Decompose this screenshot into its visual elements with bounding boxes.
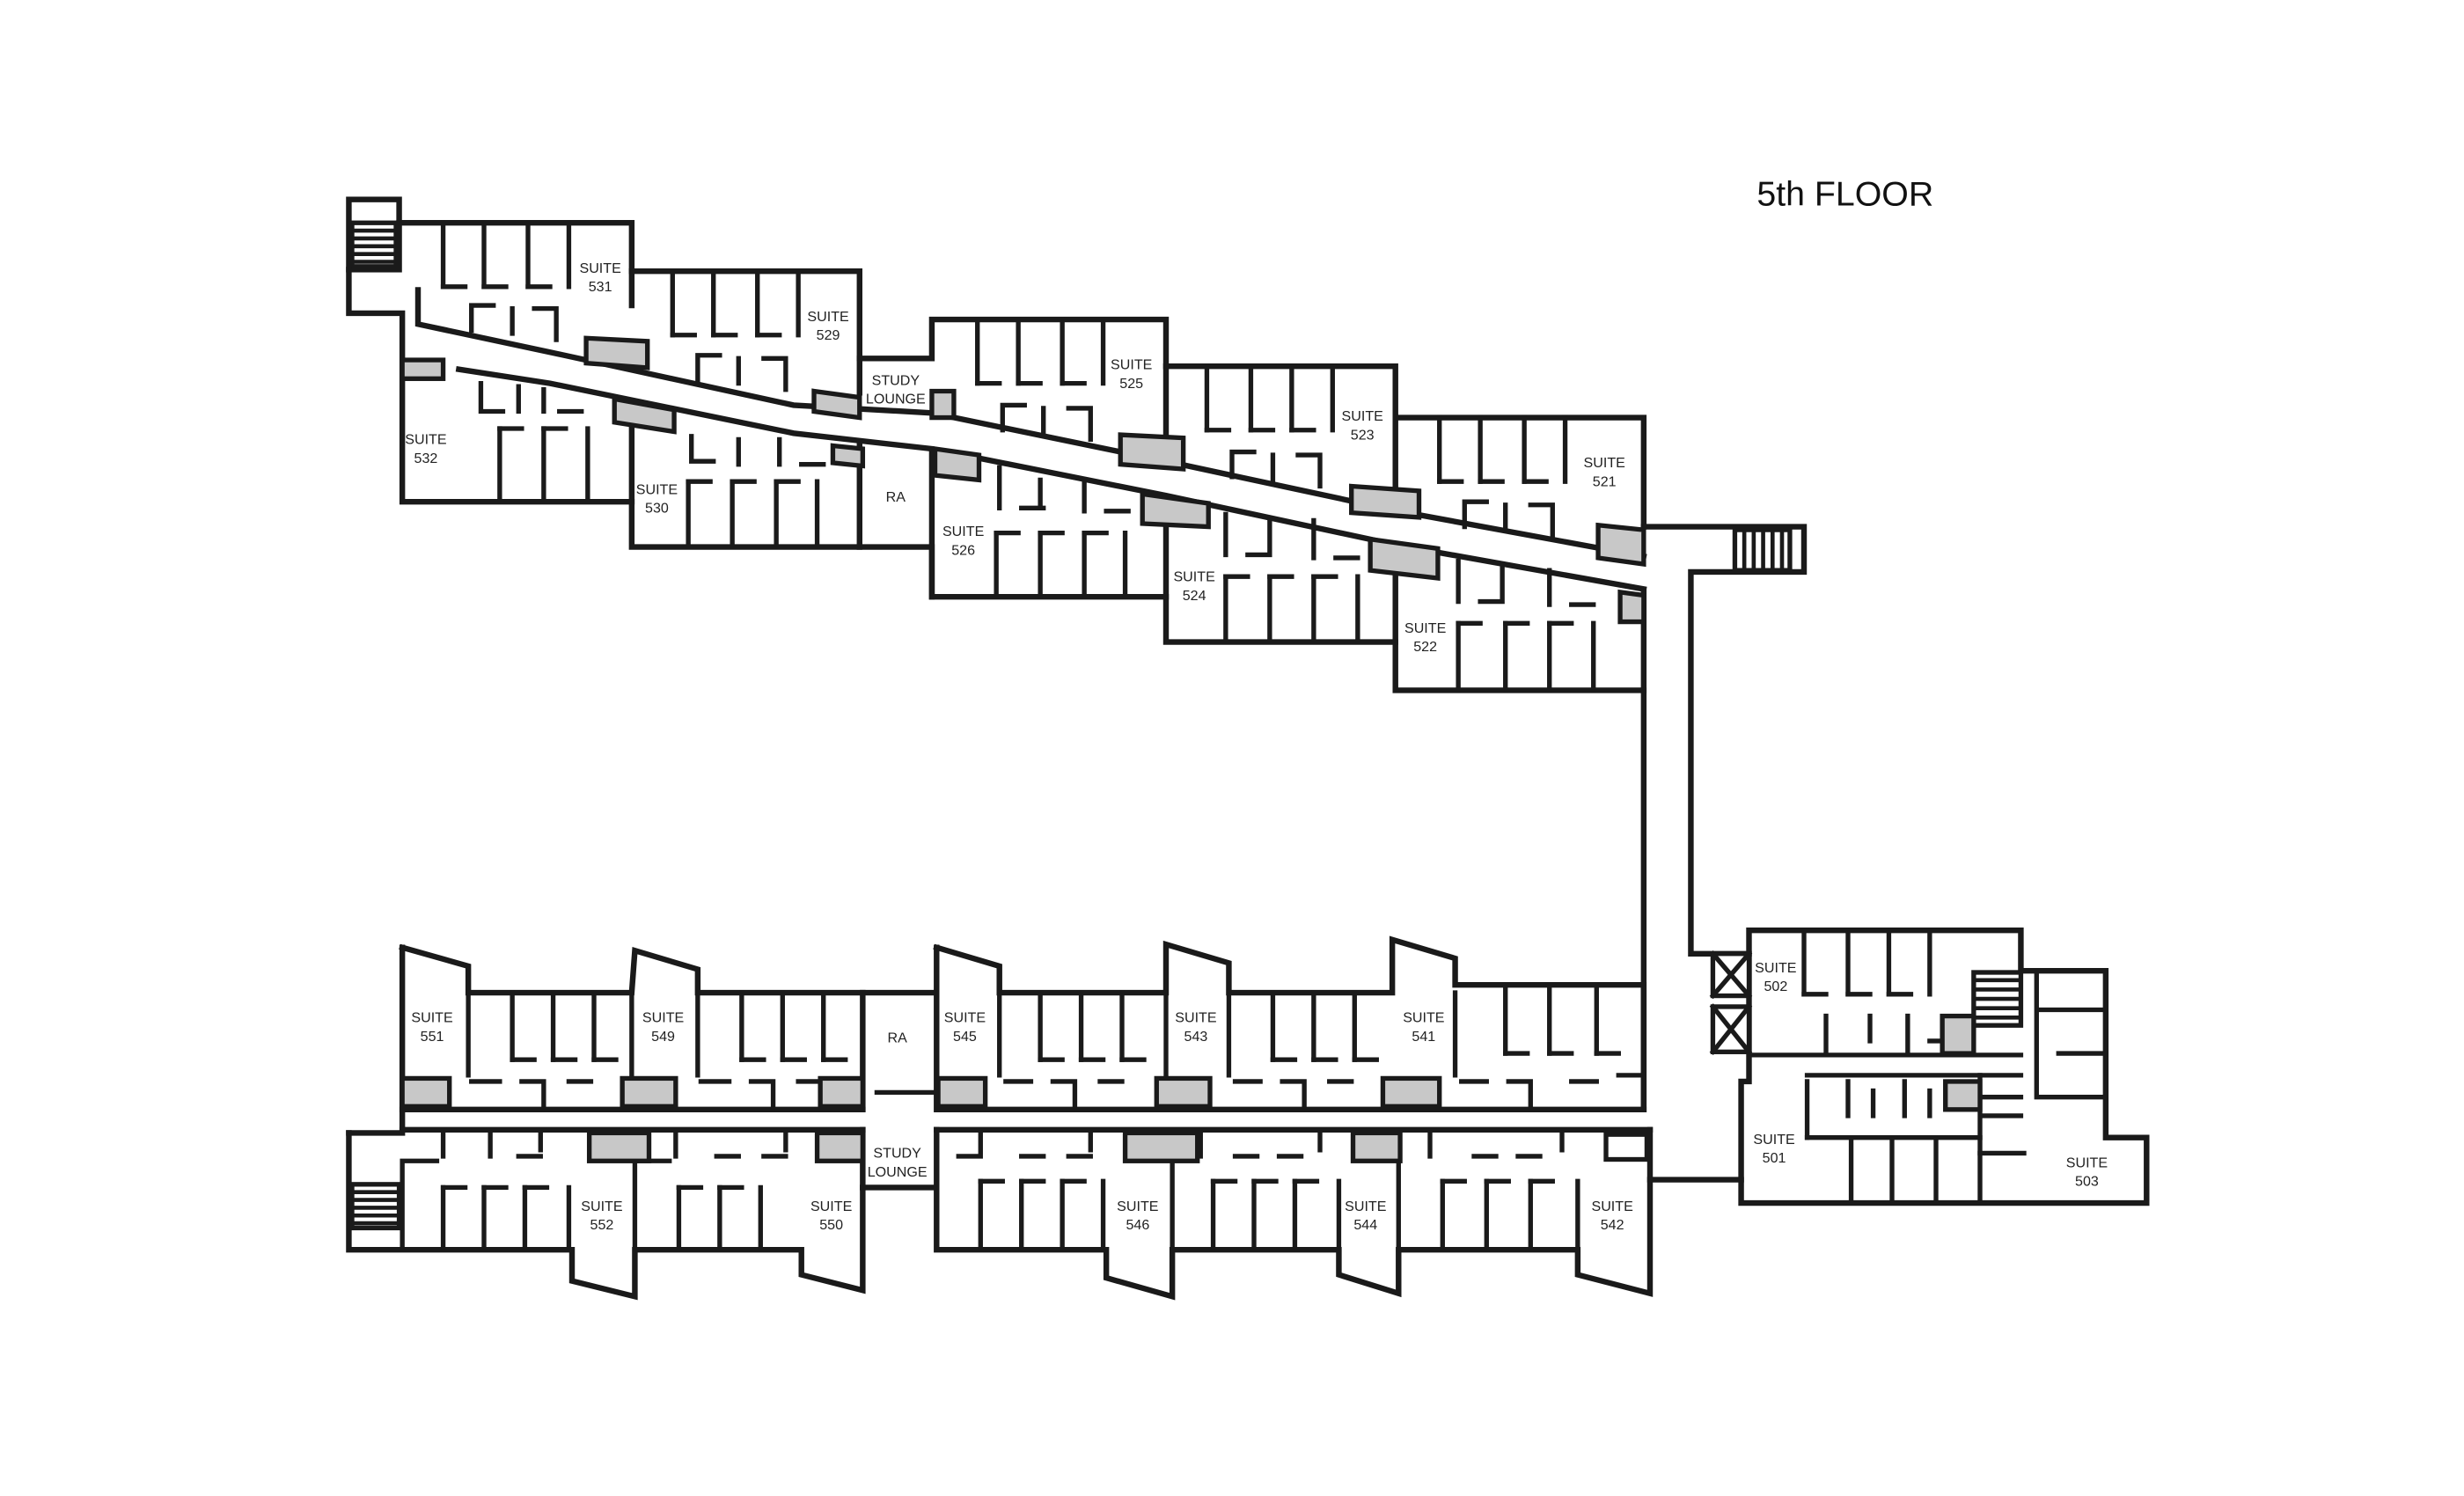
east-wing: [1709, 928, 2150, 1206]
room-label-503: SUITE 503: [2066, 1155, 2108, 1189]
room-label-523: SUITE 523: [1342, 409, 1383, 443]
room-label-ra-south: RA: [887, 1031, 907, 1046]
svg-text:SUITE: SUITE: [807, 310, 848, 325]
elevator-bank: [1709, 950, 1753, 1056]
svg-text:SUITE: SUITE: [581, 1199, 622, 1214]
svg-text:552: 552: [590, 1218, 614, 1233]
svg-text:502: 502: [1764, 979, 1787, 994]
svg-text:LOUNGE: LOUNGE: [868, 1165, 928, 1180]
room-label-551: SUITE 551: [411, 1011, 452, 1045]
svg-text:SUITE: SUITE: [1173, 570, 1214, 585]
svg-text:STUDY: STUDY: [873, 1147, 921, 1162]
svg-text:532: 532: [414, 451, 438, 466]
svg-text:SUITE: SUITE: [2066, 1155, 2108, 1170]
stair-east: [1732, 527, 1793, 573]
svg-text:542: 542: [1601, 1218, 1624, 1233]
svg-text:SUITE: SUITE: [1753, 1133, 1794, 1148]
svg-text:SUITE: SUITE: [1403, 1011, 1444, 1026]
room-label-522: SUITE 522: [1404, 621, 1446, 655]
room-label-521: SUITE 521: [1584, 456, 1625, 489]
connector-corridor: [1640, 524, 1808, 1183]
bathrooms-north: [400, 335, 1646, 625]
svg-text:SUITE: SUITE: [1117, 1199, 1158, 1214]
svg-text:529: 529: [817, 328, 840, 343]
svg-text:SUITE: SUITE: [405, 433, 446, 448]
svg-text:SUITE: SUITE: [636, 482, 678, 497]
room-label-530: SUITE 530: [636, 482, 678, 516]
svg-text:SUITE: SUITE: [1342, 409, 1383, 424]
room-label-526: SUITE 526: [942, 524, 984, 558]
svg-text:SUITE: SUITE: [1175, 1011, 1216, 1026]
room-label-552: SUITE 552: [581, 1199, 622, 1233]
svg-text:521: 521: [1593, 475, 1617, 490]
svg-text:SUITE: SUITE: [1111, 358, 1152, 373]
room-label-study-lounge-south: STUDY LOUNGE: [868, 1147, 928, 1180]
svg-text:SUITE: SUITE: [942, 524, 984, 539]
svg-text:SUITE: SUITE: [1591, 1199, 1632, 1214]
svg-text:RA: RA: [887, 1031, 907, 1046]
svg-text:544: 544: [1353, 1218, 1377, 1233]
svg-text:541: 541: [1412, 1030, 1435, 1045]
svg-text:SUITE: SUITE: [642, 1011, 684, 1026]
svg-text:523: 523: [1351, 428, 1375, 443]
svg-text:503: 503: [2075, 1175, 2099, 1190]
bathrooms-south: [400, 1075, 1442, 1163]
room-label-study-lounge-north: STUDY LOUNGE: [866, 373, 926, 407]
svg-text:SUITE: SUITE: [1404, 621, 1446, 636]
bedroom-partitions-south-top: [469, 982, 1646, 1112]
svg-text:551: 551: [421, 1030, 444, 1045]
svg-text:543: 543: [1184, 1030, 1208, 1045]
stair-east-block: [1971, 970, 2024, 1028]
room-labels: SUITE 531 SUITE 529 SUITE 525 SUITE 523 SUIT…: [405, 261, 2108, 1233]
stair-north-west: [349, 220, 399, 269]
svg-text:525: 525: [1119, 377, 1143, 392]
svg-text:531: 531: [589, 280, 612, 295]
svg-text:526: 526: [951, 543, 975, 558]
floor-title: 5th FLOOR: [1756, 176, 1933, 214]
svg-text:SUITE: SUITE: [411, 1011, 452, 1026]
room-label-550: SUITE 550: [810, 1199, 852, 1233]
svg-text:545: 545: [953, 1030, 977, 1045]
svg-text:SUITE: SUITE: [810, 1199, 852, 1214]
room-label-549: SUITE 549: [642, 1011, 684, 1045]
stair-south-west: [349, 1182, 402, 1231]
svg-text:550: 550: [819, 1218, 843, 1233]
svg-text:SUITE: SUITE: [944, 1011, 986, 1026]
svg-text:LOUNGE: LOUNGE: [866, 392, 926, 407]
room-label-529: SUITE 529: [807, 310, 848, 343]
north-wing: [346, 196, 1647, 693]
room-label-502: SUITE 502: [1755, 961, 1796, 994]
room-label-524: SUITE 524: [1173, 570, 1214, 604]
svg-text:524: 524: [1183, 589, 1206, 604]
south-wing: [346, 935, 1654, 1301]
bedroom-partitions-south-bottom: [400, 1127, 1650, 1252]
bathroom-501: [1943, 1079, 1983, 1112]
room-label-546: SUITE 546: [1117, 1199, 1158, 1233]
svg-text:RA: RA: [886, 490, 906, 505]
svg-text:SUITE: SUITE: [1584, 456, 1625, 471]
svg-text:522: 522: [1413, 640, 1437, 655]
room-label-544: SUITE 544: [1345, 1199, 1386, 1233]
svg-text:530: 530: [645, 502, 669, 517]
room-label-501: SUITE 501: [1753, 1133, 1794, 1166]
room-label-531: SUITE 531: [579, 261, 620, 295]
room-label-532: SUITE 532: [405, 433, 446, 466]
room-label-525: SUITE 525: [1111, 358, 1152, 392]
svg-text:STUDY: STUDY: [872, 373, 920, 388]
room-label-ra-north: RA: [886, 490, 906, 505]
svg-text:546: 546: [1126, 1218, 1149, 1233]
room-label-542: SUITE 542: [1591, 1199, 1632, 1233]
bathroom-502: [1940, 1013, 1976, 1056]
room-label-541: SUITE 541: [1403, 1011, 1444, 1045]
bedroom-partitions-north-bottom: [478, 380, 1596, 693]
room-label-545: SUITE 545: [944, 1011, 986, 1045]
bedroom-partitions-north: [440, 220, 1568, 539]
svg-text:SUITE: SUITE: [1755, 961, 1796, 976]
room-label-543: SUITE 543: [1175, 1011, 1216, 1045]
svg-text:501: 501: [1763, 1151, 1786, 1166]
svg-text:SUITE: SUITE: [579, 261, 620, 276]
svg-text:549: 549: [651, 1030, 675, 1045]
svg-text:SUITE: SUITE: [1345, 1199, 1386, 1214]
